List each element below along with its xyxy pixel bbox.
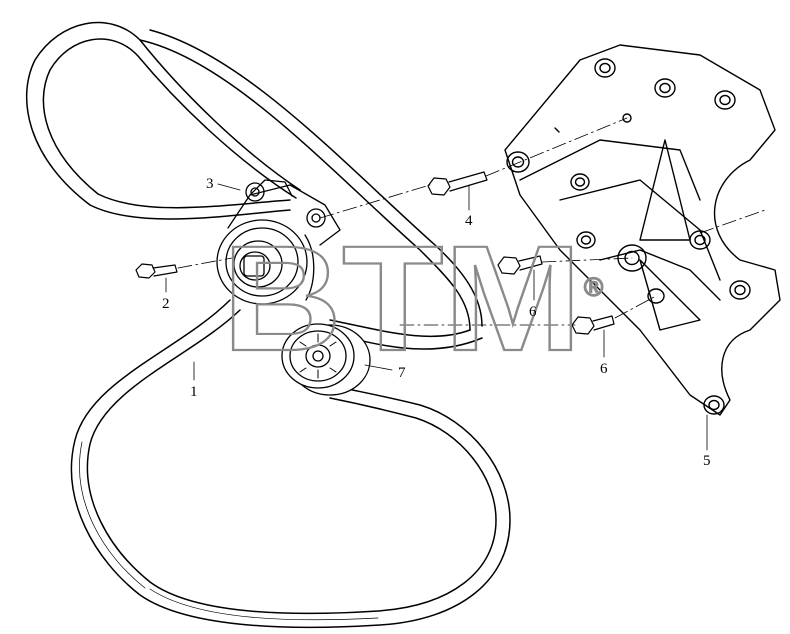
tensioner-assembly bbox=[216, 179, 341, 305]
bolt-4 bbox=[427, 171, 488, 196]
callout-3: 3 bbox=[206, 176, 214, 192]
callout-6-upper: 6 bbox=[529, 304, 537, 320]
watermark-text: BTM bbox=[222, 214, 582, 382]
callout-5: 5 bbox=[703, 453, 711, 469]
idler-pulley bbox=[281, 323, 371, 396]
callout-6-lower: 6 bbox=[600, 361, 608, 377]
assembly-center-lines bbox=[177, 117, 766, 326]
bolt-6-upper bbox=[497, 255, 543, 275]
watermark: BTM ® bbox=[221, 213, 604, 383]
callout-1: 1 bbox=[190, 384, 198, 400]
callout-2: 2 bbox=[162, 296, 170, 312]
watermark-registered-symbol: ® bbox=[584, 272, 603, 302]
bolt-6-lower bbox=[571, 315, 615, 335]
callout-4: 4 bbox=[465, 213, 473, 229]
mounting-bracket bbox=[504, 44, 781, 416]
callout-leaders bbox=[165, 183, 708, 451]
callout-labels: 3 2 1 4 6 6 5 7 bbox=[162, 176, 711, 469]
drive-belt bbox=[25, 21, 511, 629]
callout-7: 7 bbox=[398, 365, 406, 381]
bolt-2 bbox=[135, 263, 178, 279]
